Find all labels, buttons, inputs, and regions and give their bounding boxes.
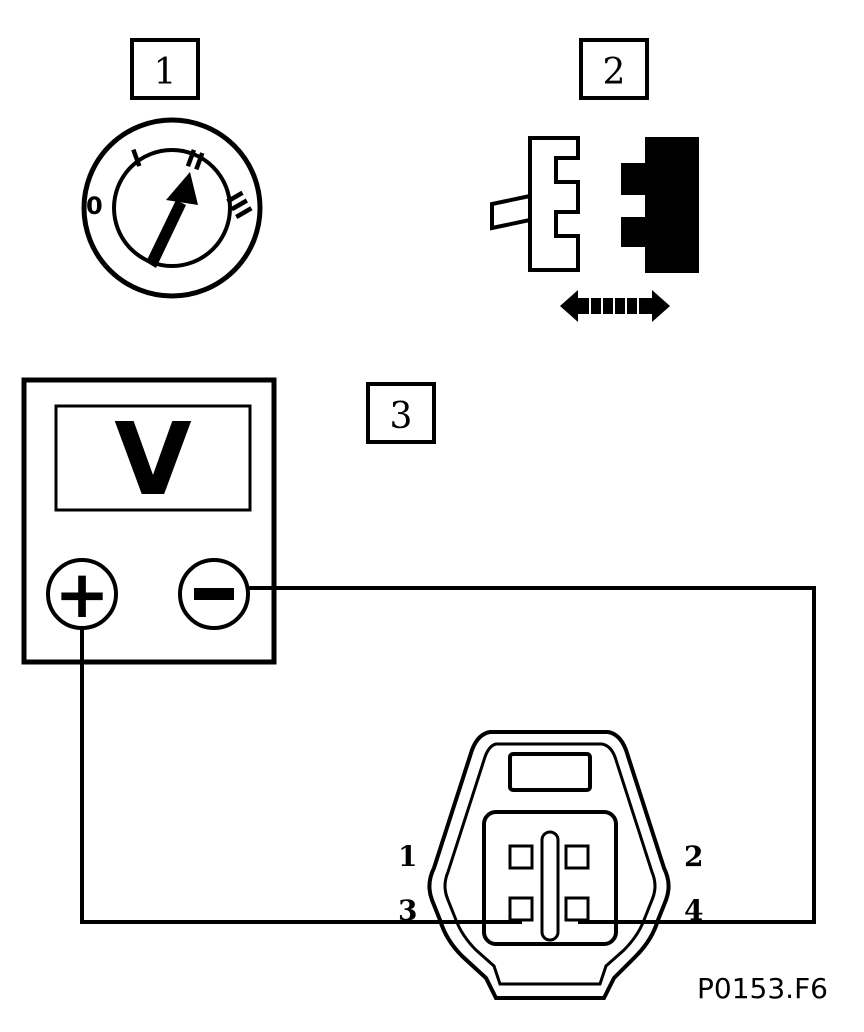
connector-disconnect-icon bbox=[490, 136, 699, 322]
test-leads bbox=[80, 586, 816, 924]
positive-lead bbox=[80, 628, 522, 924]
double-arrow-icon bbox=[560, 290, 670, 322]
ignition-switch-icon: 0 I II III bbox=[81, 117, 263, 299]
pin-3-label: 3 bbox=[398, 894, 417, 927]
voltmeter: V + bbox=[21, 377, 277, 665]
step-1-number: 1 bbox=[154, 52, 177, 93]
step-3-label: 3 bbox=[366, 382, 436, 444]
sensor-connector: 1 2 3 4 bbox=[398, 730, 703, 1000]
pin-2-label: 2 bbox=[684, 840, 703, 873]
step-2-label: 2 bbox=[579, 38, 649, 100]
step-2-number: 2 bbox=[603, 52, 626, 93]
pin-4-label: 4 bbox=[684, 894, 703, 927]
step-3-number: 3 bbox=[390, 396, 413, 437]
negative-lead bbox=[248, 586, 816, 924]
negative-terminal-symbol bbox=[194, 588, 234, 600]
positive-terminal-symbol: + bbox=[54, 556, 109, 633]
figure-code: P0153.F6 bbox=[697, 972, 828, 1005]
pin-1-label: 1 bbox=[398, 840, 417, 873]
ignition-position-0: 0 bbox=[86, 192, 103, 220]
step-1-label: 1 bbox=[130, 38, 200, 100]
voltmeter-display: V bbox=[114, 401, 191, 518]
